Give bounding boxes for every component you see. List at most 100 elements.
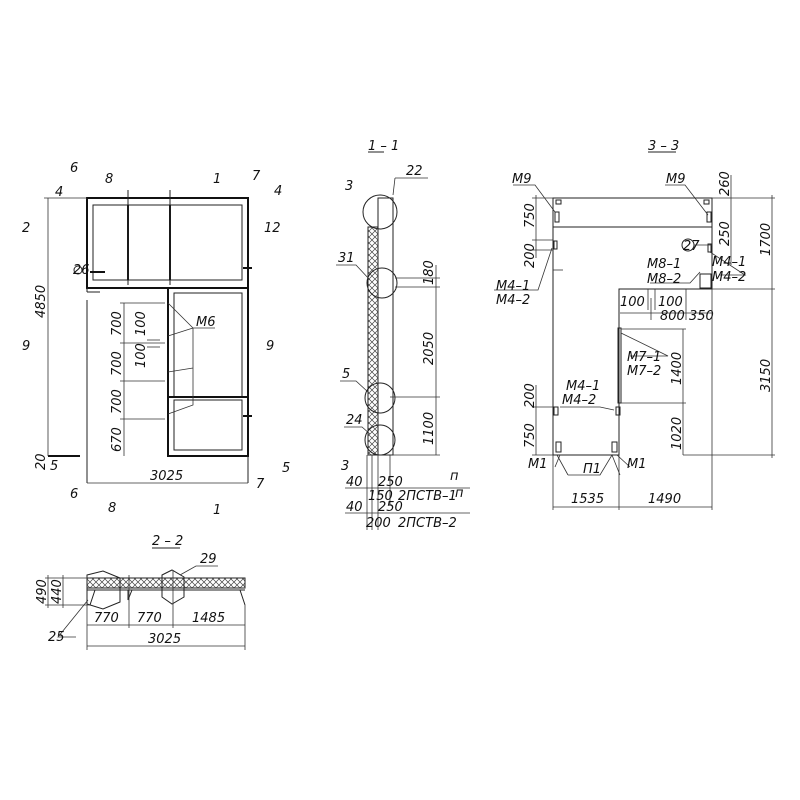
dim-800: 800 bbox=[660, 309, 685, 324]
cut-mark-3-bottom: 3 bbox=[341, 459, 349, 474]
mark-8-bottom: 8 bbox=[108, 501, 116, 516]
mark-6-top: 6 bbox=[70, 161, 78, 176]
dim-right-1700: 1700 bbox=[759, 223, 774, 256]
label-m4-2-right: М4–2 bbox=[712, 270, 746, 285]
callout-22: 22 bbox=[406, 164, 423, 179]
bottom-row-1: 40 250 150 2ПСТВ–1 п bbox=[346, 469, 459, 504]
dim-1490: 1490 bbox=[648, 492, 681, 507]
section-marks: 6 4 8 1 7 4 2 12 9 9 20 5 5 6 8 1 7 bbox=[22, 161, 290, 518]
chain-dim-2: 700 bbox=[110, 351, 125, 376]
dim-right-3150: 3150 bbox=[759, 359, 774, 392]
mark-9-right: 9 bbox=[266, 339, 274, 354]
mark-8-top: 8 bbox=[105, 172, 113, 187]
dim-left-top-750: 750 bbox=[523, 203, 538, 228]
row2-note: п bbox=[455, 486, 464, 501]
mark-9-left: 9 bbox=[22, 339, 30, 354]
label-p1: П1 bbox=[583, 462, 601, 477]
bottom-row-2: 40 250 200 2ПСТВ–2 п bbox=[346, 486, 464, 531]
node-27: 27 bbox=[683, 239, 700, 254]
row2-name: 2ПСТВ–2 bbox=[398, 516, 457, 531]
dim-2050: 2050 bbox=[422, 332, 437, 365]
node-marker-icon bbox=[73, 265, 83, 275]
dim-1485: 1485 bbox=[192, 611, 225, 626]
mark-1-bottom: 1 bbox=[213, 503, 221, 518]
row1-name: 2ПСТВ–1 bbox=[398, 489, 457, 504]
callout-5: 5 bbox=[342, 367, 350, 382]
label-m4-2-low: М4–2 bbox=[562, 393, 596, 408]
dim-180: 180 bbox=[422, 260, 437, 285]
dim-1535: 1535 bbox=[571, 492, 604, 507]
section-1-1-title: 1 – 1 bbox=[368, 139, 399, 154]
mark-12-right: 12 bbox=[264, 221, 281, 236]
label-m4-1-low: М4–1 bbox=[566, 379, 600, 394]
mark-4-right: 4 bbox=[274, 184, 282, 199]
label-m8-2: М8–2 bbox=[647, 272, 681, 287]
width-dim: 3025 bbox=[150, 469, 183, 484]
dim-right-250: 250 bbox=[718, 221, 733, 246]
dim-3025: 3025 bbox=[148, 632, 181, 647]
label-m8-1: М8–1 bbox=[647, 257, 681, 272]
mark-2-left: 2 bbox=[22, 221, 30, 236]
row1-mid: 250 bbox=[378, 475, 403, 490]
callout-29: 29 bbox=[200, 552, 217, 567]
label-m4-1-left: М4–1 bbox=[496, 279, 530, 294]
node-label: 26 bbox=[73, 263, 90, 278]
mark-7-bottom: 7 bbox=[256, 477, 265, 492]
dim-right-260: 260 bbox=[718, 171, 733, 196]
dim-350: 350 bbox=[689, 309, 714, 324]
label-m7-1: М7–1 bbox=[627, 350, 661, 365]
height-dim: 4850 bbox=[34, 285, 49, 318]
dims-3-3: 750 200 200 750 260 250 1700 3150 100 10… bbox=[523, 171, 775, 510]
row1-note: п bbox=[450, 469, 459, 484]
dim-left-bot-200: 200 bbox=[523, 383, 538, 408]
mark-6-bottom: 6 bbox=[70, 487, 78, 502]
label-m7-2: М7–2 bbox=[627, 364, 661, 379]
dim-1020: 1020 bbox=[670, 417, 685, 450]
chain-dim-1: 700 bbox=[110, 311, 125, 336]
callout-25: 25 bbox=[48, 630, 65, 645]
plan-view: 26 4850 3025 700 700 700 670 100 100 М6 … bbox=[22, 161, 290, 518]
mark-20: 20 bbox=[34, 453, 49, 470]
mark-5-left: 5 bbox=[50, 459, 58, 474]
embedded-parts bbox=[553, 199, 712, 453]
label-m9-left: М9 bbox=[512, 172, 532, 187]
dim-440: 440 bbox=[50, 579, 65, 604]
row1-sub: 150 bbox=[368, 489, 393, 504]
section-3-3-title: 3 – 3 bbox=[648, 139, 679, 154]
cut-mark-3-top: 3 bbox=[345, 179, 353, 194]
label-m1-right: М1 bbox=[627, 457, 647, 472]
label-m9-right: М9 bbox=[666, 172, 686, 187]
mark-5-right: 5 bbox=[282, 461, 290, 476]
mark-1-top: 1 bbox=[213, 172, 221, 187]
callout-m6: М6 bbox=[196, 315, 216, 330]
label-m1-left: М1 bbox=[528, 457, 548, 472]
small-dim-2: 100 bbox=[134, 343, 149, 368]
mark-4-left: 4 bbox=[55, 185, 63, 200]
small-dim-1: 100 bbox=[134, 311, 149, 336]
dim-1100: 1100 bbox=[422, 412, 437, 445]
row2-left: 40 bbox=[346, 500, 363, 515]
dim-490: 490 bbox=[35, 579, 50, 604]
section-2-2-title: 2 – 2 bbox=[152, 534, 183, 549]
dim-770-b: 770 bbox=[137, 611, 162, 626]
callout-31: 31 bbox=[338, 251, 355, 266]
row1-left: 40 bbox=[346, 475, 363, 490]
dim-left-top-200: 200 bbox=[523, 243, 538, 268]
chain-dim-3: 700 bbox=[110, 389, 125, 414]
row2-sub: 200 bbox=[366, 516, 391, 531]
callout-24: 24 bbox=[346, 413, 363, 428]
chain-dim-4: 670 bbox=[110, 427, 125, 452]
dim-1400: 1400 bbox=[670, 352, 685, 385]
label-m4-1-right: М4–1 bbox=[712, 255, 746, 270]
dim-100-a: 100 bbox=[620, 295, 645, 310]
dim-100-b: 100 bbox=[658, 295, 683, 310]
label-m4-2-left: М4–2 bbox=[496, 293, 530, 308]
mark-7-top: 7 bbox=[252, 169, 261, 184]
section-3-3: 3 – 3 27 М9 М9 М4–1 М4–2 bbox=[494, 139, 775, 510]
section-2-2: 2 – 2 29 25 490 440 770 770 1485 3025 bbox=[35, 534, 246, 650]
dim-770-a: 770 bbox=[94, 611, 119, 626]
leaders-3-3: М9 М9 М4–1 М4–2 М4–1 М4–2 М8–1 М8–2 М7–1… bbox=[494, 172, 747, 477]
section-1-1: 1 – 1 22 31 5 24 3 3 180 2050 1100 40 bbox=[336, 139, 470, 531]
plan-frame bbox=[48, 190, 252, 483]
